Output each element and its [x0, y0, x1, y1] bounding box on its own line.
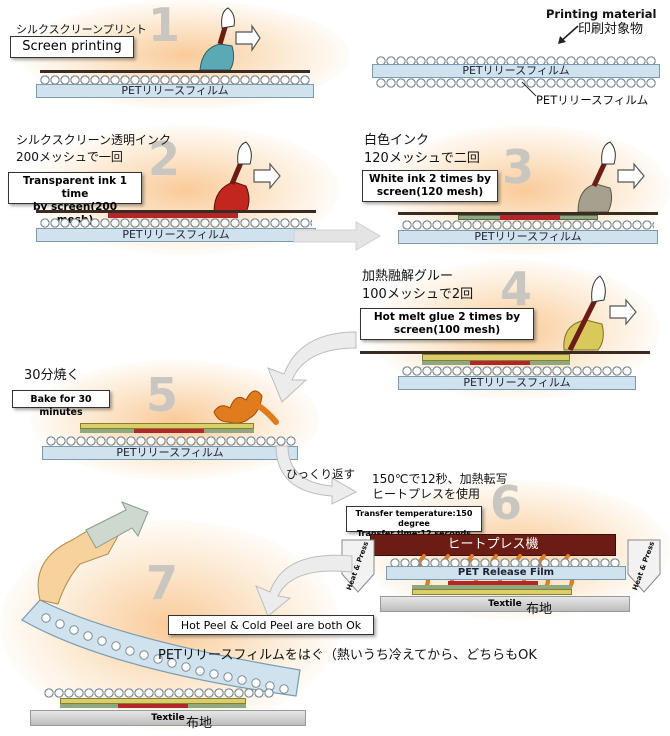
- step7-red-ink: [118, 704, 188, 708]
- step1-screen-line: [40, 70, 310, 73]
- step2-jp-label: シルクスクリーン透明インク 200メッシュで一回: [16, 133, 172, 164]
- step2-beads: [40, 218, 312, 228]
- step3-beads: [402, 220, 654, 230]
- step3-screen-line: [398, 212, 658, 215]
- arrow-step2-to-step3: [293, 221, 381, 251]
- step4-red-ink: [470, 361, 530, 365]
- heat-press-label: ヒートプレス機: [447, 537, 539, 552]
- step5-red-ink: [134, 429, 204, 433]
- step6-textile-label: Textile: [488, 599, 522, 609]
- step4-jp-label: 加熱融解グルー 100メッシュで2回: [362, 269, 474, 302]
- step7-textile-label: Textile: [151, 713, 185, 723]
- step4-beads: [402, 366, 632, 376]
- step7-beads: [44, 688, 274, 698]
- step-number-7: 7: [146, 556, 179, 610]
- film-callout-leader: [521, 81, 537, 97]
- step2-screen-line: [36, 210, 316, 213]
- material-film-callout: PETリリースフィルム: [536, 93, 649, 107]
- step3-film: PETリリースフィルム: [398, 230, 658, 244]
- arrow-step5-to-step6: [275, 445, 358, 505]
- step4-squeegee: [563, 275, 637, 352]
- heat-press-arrow-right: [627, 539, 661, 593]
- material-beads-bottom: [376, 78, 656, 88]
- printing-material-jp: 印刷対象物: [578, 22, 644, 37]
- step5-glue: [80, 423, 254, 429]
- printing-material-arrow: [558, 25, 579, 44]
- step6-film: PET Release Film: [386, 566, 626, 580]
- step2-en-label: Transparent ink 1 time by screen(200 mes…: [8, 172, 142, 226]
- arrow-step4-to-step5: [267, 331, 357, 403]
- step-number-5: 5: [146, 368, 179, 422]
- step6-en-label: Transfer temperature:150 degree Transfer…: [346, 506, 482, 538]
- step1-film: PETリリースフィルム: [36, 84, 314, 98]
- step1-en-label: Screen printing: [10, 36, 134, 58]
- material-beads: [376, 56, 656, 66]
- step1-beads: [40, 75, 310, 85]
- step-number-3: 3: [502, 140, 535, 194]
- step3-en-label: White ink 2 times by screen(120 mesh): [362, 170, 498, 202]
- step6-textile: Textile: [380, 596, 630, 612]
- step7-glue: [60, 698, 246, 704]
- step6-film-label: PET Release Film: [457, 567, 555, 578]
- step5-heat-icon: [213, 390, 279, 425]
- flip-label: ひっくり返す: [286, 467, 355, 481]
- step2-red-ink: [108, 213, 238, 218]
- step6-white-ink: [412, 585, 572, 589]
- step1-jp-label: シルクスクリーンプリント: [16, 23, 147, 36]
- step4-film: PETリリースフィルム: [398, 376, 636, 390]
- step6-beads: [390, 558, 620, 568]
- step5-jp-label: 30分焼く: [24, 368, 80, 383]
- step-number-2: 2: [148, 132, 181, 186]
- step1-squeegee: [199, 7, 261, 71]
- material-film: PETリリースフィルム: [372, 64, 660, 78]
- step4-en-label: Hot melt glue 2 times by screen(100 mesh…: [360, 308, 534, 340]
- step6-textile-jp: 布地: [526, 602, 553, 617]
- step7-textile: Textile: [30, 710, 306, 726]
- step5-film: PETリリースフィルム: [42, 446, 298, 460]
- printing-material-en: Printing material: [546, 7, 657, 21]
- step7-peel-label: Hot Peel & Cold Peel are both Ok: [168, 615, 374, 635]
- heat-press-plate: ヒートプレス機: [370, 534, 616, 556]
- step6-glue: [412, 589, 572, 595]
- step4-glue: [422, 354, 570, 361]
- step4-screen-line: [360, 351, 650, 354]
- step3-jp-label: 白色インク 120メッシュで二回: [364, 133, 480, 166]
- step7-peeling-film: [21, 501, 301, 697]
- step6-red-ink: [448, 581, 538, 585]
- step-number-4: 4: [500, 262, 533, 316]
- step-number-6: 6: [490, 476, 523, 530]
- step5-beads: [46, 436, 296, 446]
- step3-squeegee: [577, 141, 645, 213]
- step7-textile-jp: 布地: [186, 716, 213, 731]
- step6-jp-label: 150℃で12秒、加熱転写 ヒートプレスを使用: [372, 472, 508, 501]
- step3-red-ink: [500, 215, 560, 220]
- step2-film: PETリリースフィルム: [36, 228, 316, 242]
- step2-squeegee: [213, 141, 281, 213]
- step5-en-label: Bake for 30 minutes: [12, 390, 110, 418]
- step-number-1: 1: [148, 0, 181, 52]
- step7-jp-label: PETリリースフィルムをはぐ（熱いうち冷えてから、どちらもOK: [158, 648, 537, 663]
